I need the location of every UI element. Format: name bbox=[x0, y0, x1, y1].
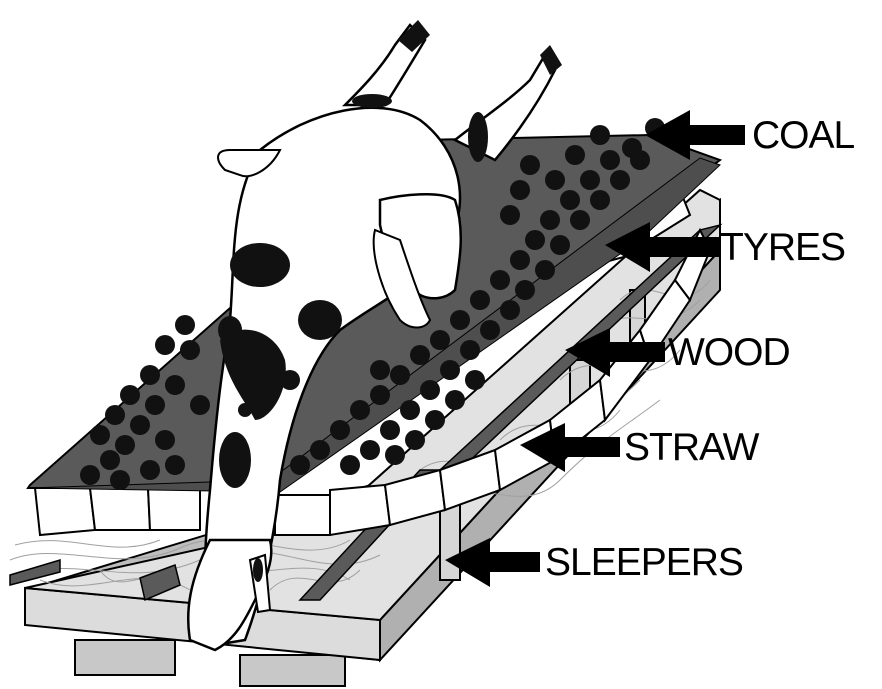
label-straw: STRAW bbox=[624, 428, 758, 467]
label-wood: WOOD bbox=[668, 333, 790, 372]
label-tyres: TYRES bbox=[720, 228, 845, 267]
label-sleepers: SLEEPERS bbox=[545, 543, 743, 582]
label-coal: COAL bbox=[752, 116, 854, 155]
